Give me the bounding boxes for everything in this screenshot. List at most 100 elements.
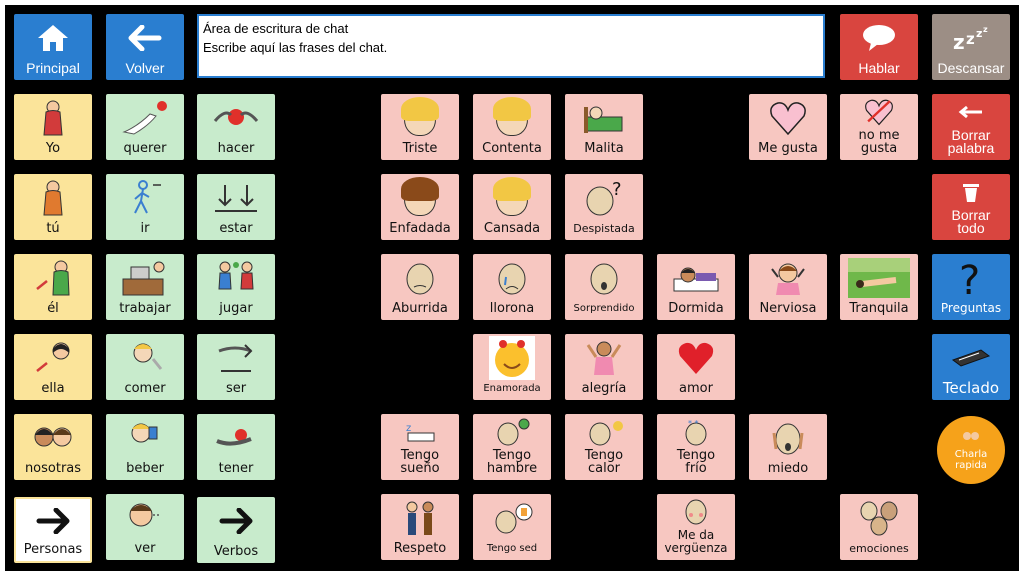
group-chat-icon xyxy=(960,430,982,449)
ver-button[interactable]: ver xyxy=(106,494,184,560)
crossed-heart-icon xyxy=(840,94,918,129)
hacer-button[interactable]: hacer xyxy=(197,94,275,160)
trabajar-label: trabajar xyxy=(119,301,171,316)
home-icon xyxy=(14,14,92,62)
el-label: él xyxy=(47,301,59,316)
thirsty-face-icon xyxy=(473,494,551,542)
ella-button[interactable]: ella xyxy=(14,334,92,400)
svg-text:?: ? xyxy=(612,179,622,200)
two-girls-icon xyxy=(14,414,92,462)
nervous-girl-icon xyxy=(749,254,827,302)
cansada-button[interactable]: Cansada xyxy=(473,174,551,240)
charla-rapida-button[interactable]: Charla rapida xyxy=(937,416,1005,484)
aburrida-button[interactable]: Aburrida xyxy=(381,254,459,320)
tengo-sueno-button[interactable]: z Tengo sueño xyxy=(381,414,459,480)
ser-button[interactable]: ser xyxy=(197,334,275,400)
charla-rapida-label: Charla rapida xyxy=(954,448,988,471)
respeto-button[interactable]: Respeto xyxy=(381,494,459,560)
sleepy-icon: z xyxy=(381,414,459,449)
ser-label: ser xyxy=(225,381,247,396)
me-gusta-label: Me gusta xyxy=(758,141,818,156)
red-heart-icon xyxy=(657,334,735,382)
no-me-gusta-label: no me gusta xyxy=(858,128,900,156)
sorprendido-button[interactable]: Sorprendido xyxy=(565,254,643,320)
amor-button[interactable]: amor xyxy=(657,334,735,400)
hot-face-icon xyxy=(565,414,643,449)
me-da-verguenza-button[interactable]: Me da vergüenza xyxy=(657,494,735,560)
tengo-hambre-button[interactable]: Tengo hambre xyxy=(473,414,551,480)
tengo-sed-button[interactable]: Tengo sed xyxy=(473,494,551,560)
llorona-button[interactable]: llorona xyxy=(473,254,551,320)
miedo-button[interactable]: miedo xyxy=(749,414,827,480)
borrar-palabra-button[interactable]: Borrar palabra xyxy=(932,94,1010,160)
surprised-face-icon xyxy=(565,254,643,302)
despistada-button[interactable]: ? Despistada xyxy=(565,174,643,240)
contenta-button[interactable]: Contenta xyxy=(473,94,551,160)
volver-button[interactable]: Volver xyxy=(106,14,184,80)
teclado-button[interactable]: Teclado xyxy=(932,334,1010,400)
tu-button[interactable]: tú xyxy=(14,174,92,240)
chat-line-2: Escribe aquí las frases del chat. xyxy=(203,40,388,55)
tengo-calor-button[interactable]: Tengo calor xyxy=(565,414,643,480)
miedo-label: miedo xyxy=(767,461,809,476)
malita-button[interactable]: Malita xyxy=(565,94,643,160)
enfadada-button[interactable]: Enfadada xyxy=(381,174,459,240)
ver-label: ver xyxy=(134,541,156,556)
girl-pointed-icon xyxy=(14,334,92,382)
nosotras-button[interactable]: nosotras xyxy=(14,414,92,480)
personas-folder[interactable]: Personas xyxy=(14,497,92,563)
person-looking-icon xyxy=(106,494,184,542)
hablar-label: Hablar xyxy=(858,60,900,76)
hand-being-icon xyxy=(197,334,275,382)
desk-worker-icon xyxy=(106,254,184,302)
person-pointing-self-icon xyxy=(14,94,92,142)
tengo-calor-label: Tengo calor xyxy=(584,448,624,476)
children-playing-icon xyxy=(197,254,275,302)
triste-button[interactable]: Triste xyxy=(381,94,459,160)
two-people-respect-icon xyxy=(381,494,459,542)
estar-button[interactable]: estar xyxy=(197,174,275,240)
sorprendido-label: Sorprendido xyxy=(573,303,635,314)
alegria-button[interactable]: alegría xyxy=(565,334,643,400)
tengo-sed-label: Tengo sed xyxy=(486,543,538,554)
ir-button[interactable]: ir xyxy=(106,174,184,240)
dormida-button[interactable]: Dormida xyxy=(657,254,735,320)
borrar-todo-label: Borrar todo xyxy=(951,207,991,236)
svg-text:?: ? xyxy=(959,258,980,298)
enamorada-button[interactable]: Enamorada xyxy=(473,334,551,400)
right-arrow-icon xyxy=(16,499,90,543)
tranquila-button[interactable]: Tranquila xyxy=(840,254,918,320)
trabajar-button[interactable]: trabajar xyxy=(106,254,184,320)
tengo-frio-button[interactable]: * * Tengo frío xyxy=(657,414,735,480)
verbos-folder[interactable]: Verbos xyxy=(197,497,275,563)
jugar-button[interactable]: jugar xyxy=(197,254,275,320)
chat-writing-area[interactable]: Área de escritura de chat Escribe aquí l… xyxy=(197,14,825,78)
nerviosa-button[interactable]: Nerviosa xyxy=(749,254,827,320)
no-me-gusta-button[interactable]: no me gusta xyxy=(840,94,918,160)
emociones-button[interactable]: emociones xyxy=(840,494,918,560)
beber-button[interactable]: beber xyxy=(106,414,184,480)
svg-text:z: z xyxy=(966,30,975,48)
el-button[interactable]: él xyxy=(14,254,92,320)
hablar-button[interactable]: Hablar xyxy=(840,14,918,80)
yo-button[interactable]: Yo xyxy=(14,94,92,160)
querer-button[interactable]: querer xyxy=(106,94,184,160)
principal-button[interactable]: Principal xyxy=(14,14,92,80)
cansada-label: Cansada xyxy=(483,221,541,236)
speech-bubble-icon xyxy=(840,14,918,62)
comer-button[interactable]: comer xyxy=(106,334,184,400)
trash-icon xyxy=(932,174,1010,209)
joyful-girl-icon xyxy=(565,334,643,382)
llorona-label: llorona xyxy=(489,301,535,316)
nerviosa-label: Nerviosa xyxy=(759,301,817,316)
relaxing-grass-photo xyxy=(840,254,918,302)
borrar-todo-button[interactable]: Borrar todo xyxy=(932,174,1010,240)
triste-label: Triste xyxy=(402,141,438,156)
me-gusta-button[interactable]: Me gusta xyxy=(749,94,827,160)
yo-label: Yo xyxy=(45,141,61,156)
tener-button[interactable]: tener xyxy=(197,414,275,480)
preguntas-button[interactable]: ? Preguntas xyxy=(932,254,1010,320)
keyboard-icon xyxy=(932,334,1010,382)
enamorada-label: Enamorada xyxy=(483,383,541,394)
